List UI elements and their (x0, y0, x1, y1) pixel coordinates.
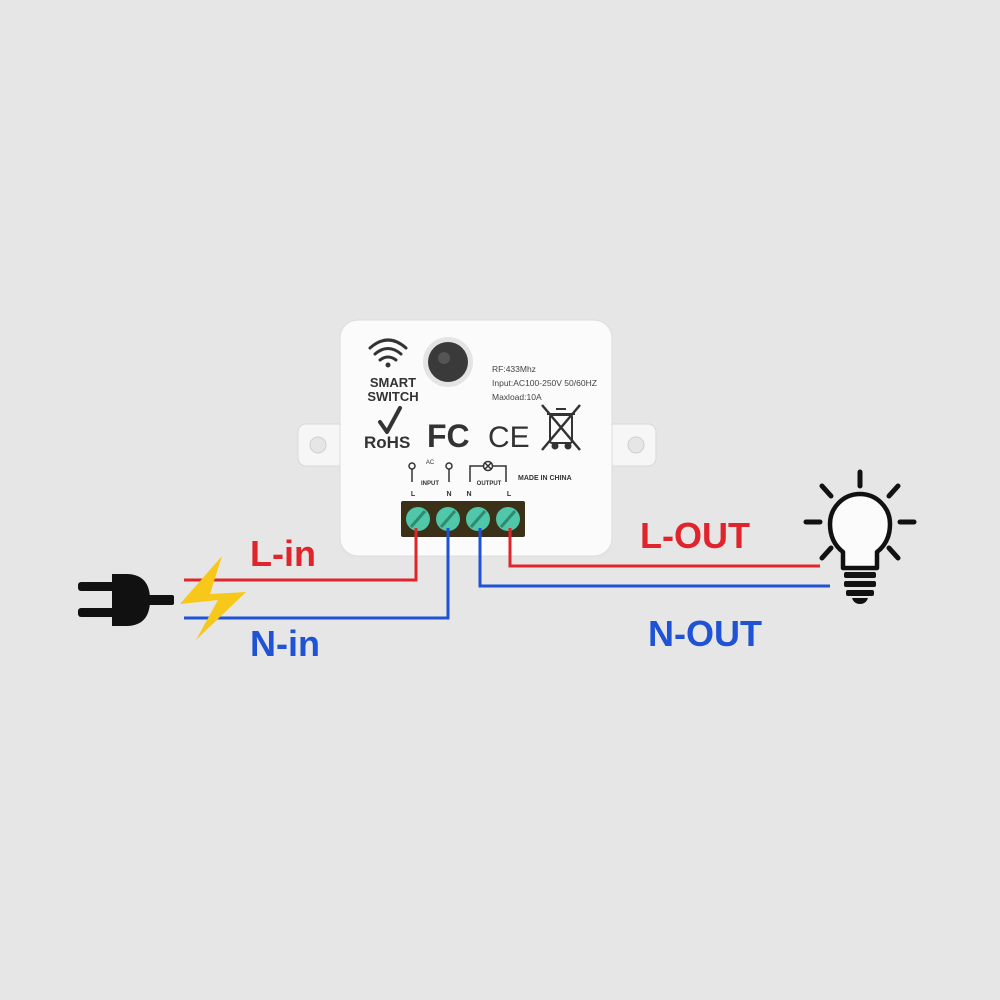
smart-switch-module: SMART SWITCH RF:433Mhz Input:AC100-250V … (297, 319, 657, 557)
terminal-out-n: N (466, 491, 471, 498)
weee-bin-icon (541, 404, 581, 451)
lightning-icon (180, 556, 246, 640)
wire-n-in (184, 528, 450, 620)
terminal-schematic (408, 460, 507, 482)
terminal-in-l: L (411, 491, 416, 498)
brand-line-2: SWITCH (367, 389, 418, 404)
made-in-label: MADE IN CHINA (518, 475, 572, 482)
terminal-block (401, 501, 525, 537)
terminal-out-l: L (507, 491, 512, 498)
ce-mark: CE (488, 421, 530, 454)
terminal-in-n: N (446, 491, 451, 498)
wire-l-out (508, 528, 820, 568)
check-icon (378, 406, 402, 434)
wire-n-out (478, 528, 830, 588)
label-l-in: L-in (250, 533, 316, 574)
wire-l-in (184, 528, 418, 582)
plug-icon (78, 574, 174, 626)
terminal-screw-in-n (436, 507, 460, 531)
brand-line-1: SMART (370, 375, 416, 390)
pairing-button[interactable] (423, 337, 473, 387)
terminal-screw-in-l (406, 507, 430, 531)
wifi-icon (368, 338, 408, 368)
input-label: INPUT (421, 481, 439, 487)
device-body (339, 319, 613, 557)
ac-label: AC (426, 460, 435, 466)
terminal-screw-out-n (466, 507, 490, 531)
lightbulb-icon (803, 469, 917, 604)
rohs-mark: RoHS (364, 433, 410, 452)
terminal-screw-out-l (496, 507, 520, 531)
label-l-out: L-OUT (640, 515, 750, 556)
output-label: OUTPUT (477, 481, 502, 487)
label-n-out: N-OUT (648, 613, 762, 654)
spec-maxload: Maxload:10A (492, 392, 542, 402)
spec-rf: RF:433Mhz (492, 364, 536, 374)
fcc-mark: FC (427, 418, 470, 454)
spec-input: Input:AC100-250V 50/60HZ (492, 378, 597, 388)
label-n-in: N-in (250, 623, 320, 664)
